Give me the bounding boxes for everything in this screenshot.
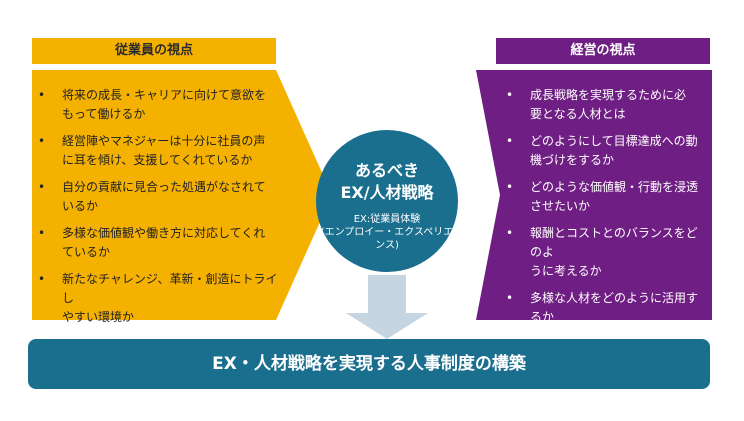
management-concern-item-line: 成長戦略を実現するために必 xyxy=(530,88,687,102)
management-concern-item-line: 報酬とコストとのバランスをどのよ xyxy=(530,226,698,259)
bullet-icon: • xyxy=(506,291,514,305)
bullet-icon: • xyxy=(38,180,46,194)
employee-concern-item-line: 将来の成長・キャリアに向けて意欲を xyxy=(62,88,267,102)
employee-concern-item-line: 自分の貢献に見合った処遇がなされて xyxy=(62,180,266,194)
circle-subtitle-line2: (エンプロイー・エクスペリエンス) xyxy=(320,227,454,251)
circle-subtitle-line1: EX:従業員体験 xyxy=(353,214,421,225)
employee-concern-item-line: 多様な価値観や働き方に対応してくれ xyxy=(62,226,266,240)
employee-concern-item: • 将来の成長・キャリアに向けて意欲をもって働けるか xyxy=(32,86,282,124)
employee-panel-shape xyxy=(32,70,332,320)
employee-concerns-list: • 将来の成長・キャリアに向けて意欲をもって働けるか • 経営陣やマネジャーは十分に社… xyxy=(32,86,282,335)
management-concerns-list: • 成長戦略を実現するために必要となる人材とは • どのようにして目標達成への動機づけ… xyxy=(500,86,706,335)
management-concern-item-line: 多様な人材をどのように活用す xyxy=(530,291,699,305)
management-panel-shape xyxy=(476,70,712,320)
management-perspective-panel: • 成長戦略を実現するために必要となる人材とは • どのようにして目標達成への動機づけ… xyxy=(476,70,712,324)
management-concern-item: • どのような価値観・行動を浸透させたいか xyxy=(500,178,706,216)
employee-concern-item-line: もって働けるか xyxy=(62,107,146,121)
employee-concern-item-line: 新たなチャレンジ、革新・創造にトライし xyxy=(62,272,278,305)
management-concern-item-line: うに考えるか xyxy=(530,264,602,278)
bullet-icon: • xyxy=(38,88,46,102)
management-concern-item-line: させたいか xyxy=(530,199,591,213)
employee-concern-item: • 新たなチャレンジ、革新・創造にトライしやすい環境か xyxy=(32,270,282,327)
management-perspective-header: 経営の視点 xyxy=(496,38,710,64)
circle-title-line1: あるべき xyxy=(354,161,419,180)
circle-title-line2: EX/人材戦略 xyxy=(340,183,434,202)
management-concern-item-line: 機づけをするか xyxy=(530,153,615,167)
down-arrow-icon xyxy=(346,275,428,339)
employee-concern-item-line: いるか xyxy=(62,199,99,213)
management-concern-item-line: どのようにして目標達成への動 xyxy=(530,134,698,148)
bullet-icon: • xyxy=(38,226,46,240)
management-concern-item-line: 要となる人材とは xyxy=(530,107,626,121)
bullet-icon: • xyxy=(38,272,46,286)
employee-concern-item-line: 経営陣やマネジャーは十分に社員の声 xyxy=(62,134,266,148)
employee-concern-item-line: に耳を傾け、支援してくれているか xyxy=(62,153,253,167)
bullet-icon: • xyxy=(38,134,46,148)
bullet-icon: • xyxy=(506,226,514,240)
management-concern-item: • 報酬とコストとのバランスをどのように考えるか xyxy=(500,224,706,281)
management-concern-item: • 多様な人材をどのように活用するか xyxy=(500,289,706,327)
bullet-icon: • xyxy=(506,180,514,194)
management-concern-item: • 成長戦略を実現するために必要となる人材とは xyxy=(500,86,706,124)
management-concern-item-line: どのような価値観・行動を浸透 xyxy=(530,180,699,194)
employee-concern-item: • 自分の貢献に見合った処遇がなされているか xyxy=(32,178,282,216)
bullet-icon: • xyxy=(506,88,514,102)
employee-concern-item-line: やすい環境か xyxy=(62,310,135,324)
ideal-ex-strategy-circle: あるべき EX/人材戦略 EX:従業員体験 (エンプロイー・エクスペリエンス) xyxy=(316,130,458,272)
employee-concern-item-line: ているか xyxy=(62,245,111,259)
management-concern-item: • どのようにして目標達成への動機づけをするか xyxy=(500,132,706,170)
management-concern-item-line: るか xyxy=(530,310,555,324)
bullet-icon: • xyxy=(506,134,514,148)
employee-perspective-panel: • 将来の成長・キャリアに向けて意欲をもって働けるか • 経営陣やマネジャーは十分に社… xyxy=(32,70,332,324)
employee-concern-item: • 多様な価値観や働き方に対応してくれているか xyxy=(32,224,282,262)
employee-perspective-header: 従業員の視点 xyxy=(32,38,276,64)
hr-system-construction-bar: EX・人材戦略を実現する人事制度の構築 xyxy=(28,339,710,389)
employee-concern-item: • 経営陣やマネジャーは十分に社員の声に耳を傾け、支援してくれているか xyxy=(32,132,282,170)
